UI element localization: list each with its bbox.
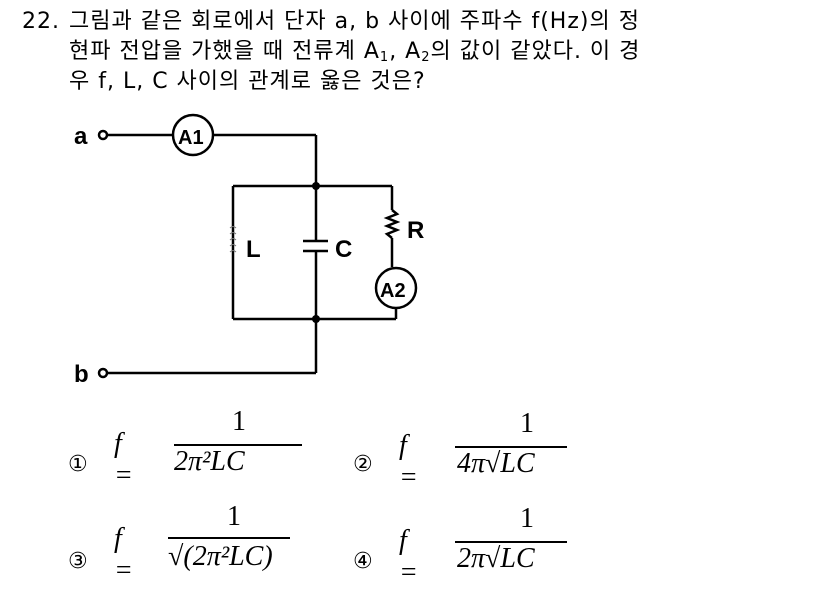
text: 의 값이 같았다. 이 경 [430,39,641,64]
option-mark: ① [68,452,88,477]
label-a: a [74,123,88,150]
subscript: 1 [379,50,390,65]
denominator: 4π√LC [457,448,535,479]
numerator: 1 [520,408,534,439]
option-mark: ② [353,452,373,477]
text: , A [389,39,422,64]
question-line-2: 현파 전압을 가했을 때 전류계 A1, A2의 값이 같았다. 이 경 [69,38,640,72]
fraction-bar [174,444,302,446]
label-b: b [74,361,89,388]
numerator: 1 [232,406,246,437]
question-line-1: 그림과 같은 회로에서 단자 a, b 사이에 주파수 f(Hz)의 정 [69,9,640,34]
lhs: f = [114,523,133,586]
denominator: 2π²LC [174,446,245,477]
lhs: f = [114,428,133,491]
fraction-bar [168,537,290,539]
label-r: R [407,217,424,244]
denominator: √(2π²LC) [168,541,273,572]
label-a1: A1 [178,127,204,149]
terminal-b-node [97,367,109,379]
label-l: L [246,236,261,263]
label-a2: A2 [380,280,406,302]
label-c: C [335,236,352,263]
numerator: 1 [520,503,534,534]
lhs: f = [399,525,418,588]
fraction-bar [455,446,567,448]
numerator: 1 [227,501,241,532]
fraction-bar [455,541,567,543]
terminal-a-node [97,129,109,141]
denominator: 2π√LC [457,543,535,574]
option-mark: ④ [353,549,373,574]
question-line-3: 우 f, L, C 사이의 관계로 옳은 것은? [69,69,426,94]
question-number: 22. [22,9,60,34]
circuit-diagram: a b A1 A2 L C R [74,113,424,388]
text: 현파 전압을 가했을 때 전류계 A [69,39,380,64]
lhs: f = [399,430,418,493]
subscript: 2 [421,50,431,65]
option-mark: ③ [68,549,88,574]
